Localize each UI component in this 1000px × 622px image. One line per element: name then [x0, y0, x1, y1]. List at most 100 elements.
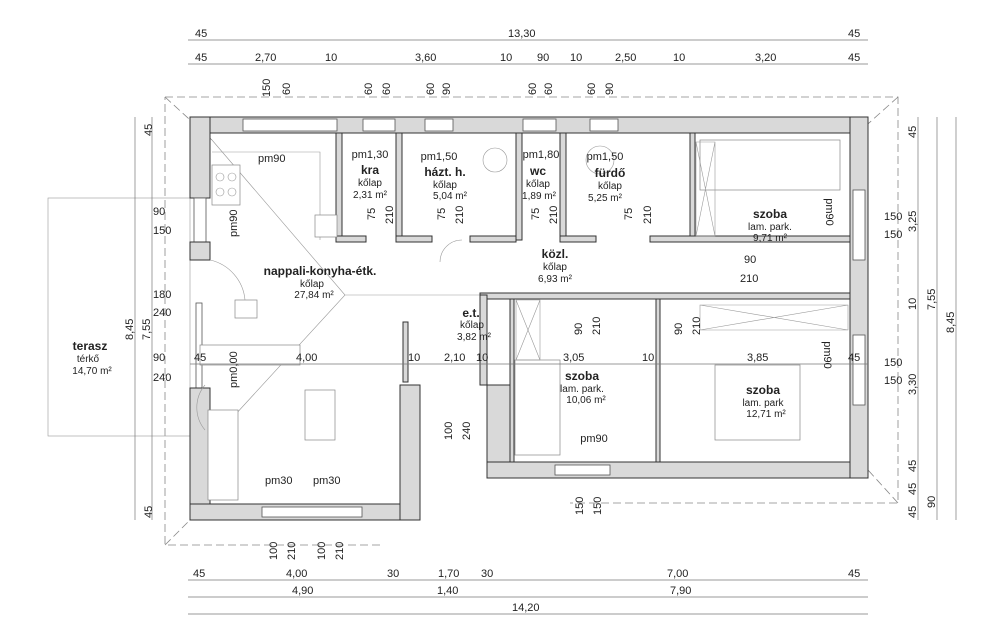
dimension-label: 8,45 — [945, 312, 957, 333]
dimension-label: 210 — [548, 206, 560, 224]
dimension-label: 180 — [153, 289, 171, 301]
dimensions-bottom: 45 4,00 30 1,70 30 7,00 45 4,90 1,40 7,9… — [188, 497, 868, 615]
room-szoba-2: szoba lam. park. 10,06 m² pm90 — [560, 369, 608, 445]
dimension-label: 100 — [268, 542, 280, 560]
dimension-label: 90 — [604, 83, 616, 95]
dimension-label: 10 — [642, 352, 654, 364]
dimension-label: 10,06 m² — [566, 395, 606, 406]
dimension-label: e.t. — [462, 306, 479, 320]
dimension-label: 45 — [195, 52, 207, 64]
dimension-label: 4,90 — [292, 585, 313, 597]
dimension-label: 3,20 — [755, 52, 776, 64]
dimension-label: 45 — [907, 506, 919, 518]
dimension-label: 90 — [153, 352, 165, 364]
dimension-label: házt. h. — [424, 165, 465, 179]
dimension-label: 60 — [543, 83, 555, 95]
dimension-label: 150 — [884, 375, 902, 387]
dimension-label: pm1,80 — [523, 149, 560, 161]
dimension-label: 210 — [334, 542, 346, 560]
dimension-label: 100 — [443, 422, 455, 440]
furniture — [196, 139, 849, 501]
dimension-label: pm30 — [313, 475, 341, 487]
dimension-label: 60 — [381, 83, 393, 95]
dimension-label: 45 — [194, 352, 206, 364]
dimension-label: 210 — [286, 542, 298, 560]
dimension-label: 90 — [744, 254, 756, 266]
dimension-label: térkő — [77, 354, 100, 365]
dimension-label: 240 — [153, 372, 171, 384]
dimension-label: lam. park — [742, 398, 784, 409]
dimension-label: pm1,50 — [421, 151, 458, 163]
dimensions-left: 45 45 8,45 7,55 90 150 180 240 90 240 45 — [124, 117, 206, 520]
dimension-label: lam. park. — [560, 384, 604, 395]
dimension-label: pm90 — [821, 341, 833, 369]
dimension-label: 3,25 — [907, 211, 919, 232]
dimension-label: 210 — [591, 317, 603, 335]
dimension-label: wc — [529, 164, 546, 178]
dimension-label: 12,71 m² — [746, 409, 786, 420]
dimension-label: 2,70 — [255, 52, 276, 64]
dimension-label: 27,84 m² — [294, 290, 334, 301]
dimension-label: 90 — [441, 83, 453, 95]
room-kamra: pm1,30 kra kőlap 2,31 m² — [352, 149, 389, 201]
room-szoba-3: szoba lam. park 12,71 m² pm90 — [742, 341, 833, 420]
dimension-label: 90 — [673, 323, 685, 335]
dimension-label: 45 — [907, 483, 919, 495]
dimension-label: 210 — [642, 206, 654, 224]
dimension-label: 30 — [387, 568, 399, 580]
dimension-label: 45 — [848, 352, 860, 364]
room-szoba-1: szoba lam. park. 9,71 m² pm90 — [748, 198, 835, 244]
dimension-label: 7,55 — [141, 319, 153, 340]
dimension-label: 150 — [884, 357, 902, 369]
dimension-label: szoba — [753, 207, 787, 221]
dimension-label: 10 — [907, 298, 919, 310]
dimension-label: 1,40 — [437, 585, 458, 597]
dimension-label: pm90 — [580, 433, 608, 445]
dimension-label: 90 — [573, 323, 585, 335]
dimensions-right: 150 150 150 150 45 3,25 10 3,30 45 45 45… — [848, 117, 957, 520]
dimension-label: 90 — [537, 52, 549, 64]
dimension-label: kra — [361, 163, 379, 177]
dimension-label: közl. — [542, 247, 569, 261]
dimension-label: 75 — [530, 208, 542, 220]
dimension-label: 45 — [143, 124, 155, 136]
dimension-label: 3,82 m² — [457, 332, 492, 343]
dimension-label: 10 — [408, 352, 420, 364]
dimension-label: 8,45 — [124, 319, 136, 340]
dimension-label: 7,90 — [670, 585, 691, 597]
dimension-label: 7,00 — [667, 568, 688, 580]
dimension-label: 3,85 — [747, 352, 768, 364]
dimension-label: 90 — [153, 206, 165, 218]
room-terasz: terasz térkő 14,70 m² — [72, 339, 112, 377]
dimension-label: szoba — [565, 369, 599, 383]
dimension-label: 1,89 m² — [522, 191, 557, 202]
dimension-label: 3,30 — [907, 374, 919, 395]
dimension-label: kőlap — [358, 178, 382, 189]
dimension-label: kőlap — [300, 279, 324, 290]
dimension-label: 90 — [926, 496, 938, 508]
dimension-label: pm90 — [258, 153, 286, 165]
dimension-label: 60 — [363, 83, 375, 95]
dimension-label: 60 — [425, 83, 437, 95]
dimension-label: lam. park. — [748, 222, 792, 233]
dimension-label: 150 — [884, 211, 902, 223]
dimensions-top: 45 13,30 45 45 2,70 10 3,60 10 90 10 2,5… — [188, 28, 868, 97]
dimension-label: fürdő — [595, 166, 626, 180]
room-nappali: nappali-konyha-étk. kőlap 27,84 m² — [264, 264, 377, 301]
dimension-label: 10 — [500, 52, 512, 64]
dimension-label: kőlap — [598, 181, 622, 192]
dimension-label: 150 — [153, 225, 171, 237]
dimension-label: 60 — [527, 83, 539, 95]
dimension-label: 10 — [476, 352, 488, 364]
dimension-label: 210 — [384, 206, 396, 224]
dimension-label: pm0,00 — [228, 351, 240, 388]
dimension-label: 45 — [195, 28, 207, 40]
dimension-label: terasz — [73, 339, 108, 353]
level-marks: pm90 pm90 pm0,00 pm30 pm30 — [228, 153, 341, 487]
dimension-label: 4,00 — [286, 568, 307, 580]
walls — [189, 116, 869, 521]
dimension-label: 45 — [848, 52, 860, 64]
dimension-label: szoba — [746, 383, 780, 397]
room-haztartasi: pm1,50 házt. h. kőlap 5,04 m² — [421, 151, 468, 202]
